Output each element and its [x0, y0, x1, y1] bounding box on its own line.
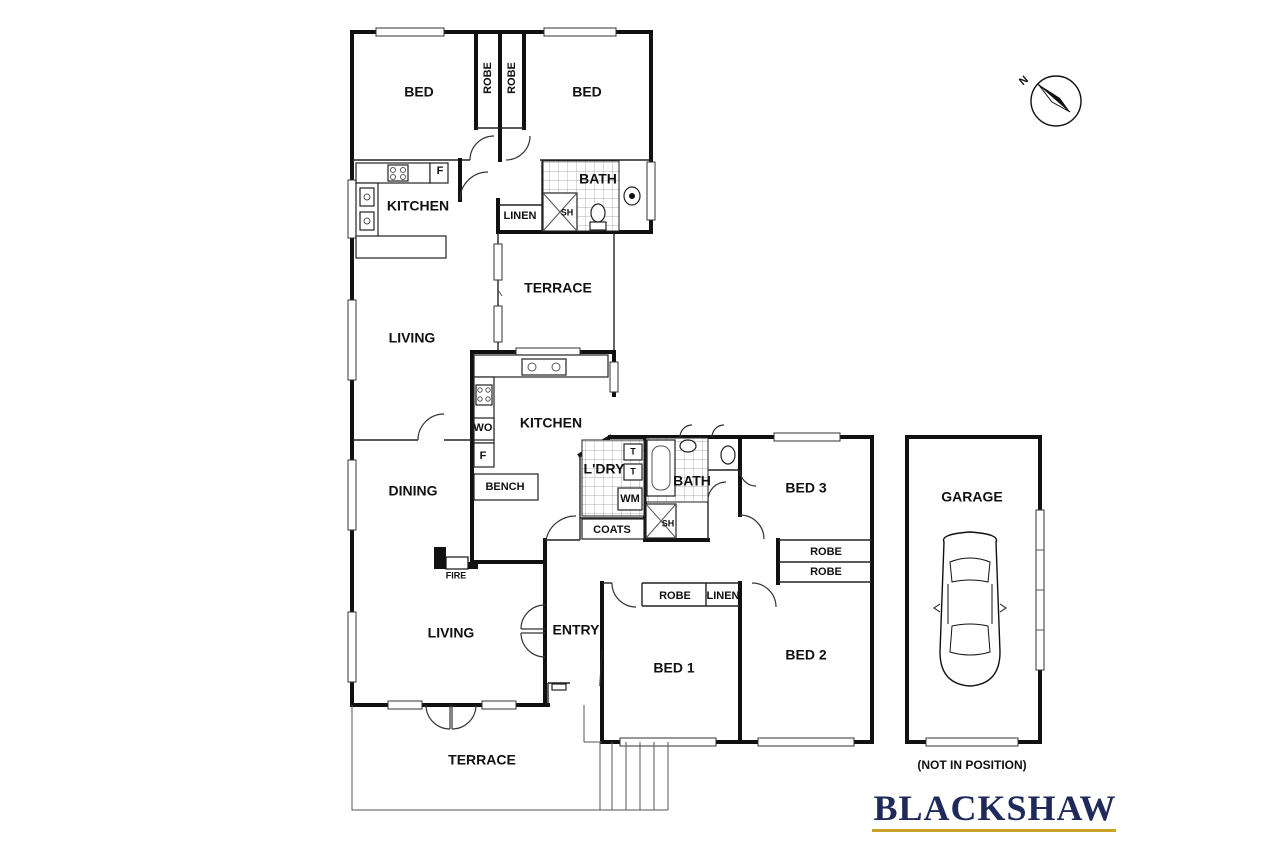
label-wo: WO	[474, 422, 493, 434]
label-wm: WM	[620, 493, 640, 505]
brand-logo: BLACKSHAW	[873, 788, 1117, 828]
label-robe-bed2: ROBE	[810, 566, 842, 578]
sink-icon-2	[521, 358, 567, 376]
label-sh-upper: SH	[561, 207, 574, 217]
label-bath-upper: BATH	[579, 171, 617, 187]
label-bed-2: BED 2	[785, 647, 826, 663]
garage	[905, 435, 1045, 747]
compass-north-label: N	[1017, 74, 1031, 88]
label-laundry: L'DRY	[584, 461, 626, 477]
label-kitchen-lower: KITCHEN	[520, 415, 582, 431]
toilet-icon	[590, 203, 606, 223]
label-coats: COATS	[593, 524, 631, 536]
compass-icon: N	[1017, 74, 1082, 127]
label-living-lower: LIVING	[428, 625, 475, 641]
label-robe-bed1: ROBE	[659, 590, 691, 602]
label-fridge-upper: F	[437, 165, 444, 177]
entry-area	[520, 515, 603, 705]
cooktop-icon	[387, 164, 409, 182]
label-entry: ENTRY	[553, 622, 601, 638]
upper-bath-fixtures	[542, 160, 641, 232]
room-labels: BED ROBE ROBE BED KITCHEN F BATH LINEN S…	[387, 62, 1027, 772]
label-living-upper: LIVING	[389, 330, 436, 346]
label-linen-upper: LINEN	[504, 210, 537, 222]
label-fire: FIRE	[446, 570, 467, 580]
label-dining: DINING	[389, 483, 438, 499]
basin-icon-2	[679, 439, 697, 453]
garage-note: (NOT IN POSITION)	[917, 758, 1026, 772]
label-kitchen-upper: KITCHEN	[387, 198, 449, 214]
cooktop-icon-2	[475, 384, 493, 406]
terrace-upper	[493, 232, 615, 352]
label-bed-3: BED 3	[785, 480, 826, 496]
label-tub-2: T	[630, 466, 636, 476]
car-icon	[933, 531, 1007, 687]
label-terrace-lower: TERRACE	[448, 752, 516, 768]
laundry-bath-block	[577, 424, 742, 542]
bedroom-wing-walls	[600, 432, 874, 747]
label-garage: GARAGE	[941, 489, 1002, 505]
label-bath-lower: BATH	[673, 473, 711, 489]
sink-icon	[359, 187, 375, 207]
label-bed-top-left: BED	[404, 84, 434, 100]
living-doors	[387, 700, 517, 730]
upper-kitchen-fixtures	[355, 162, 449, 259]
label-bench: BENCH	[485, 481, 524, 493]
label-linen-lower: LINEN	[707, 590, 740, 602]
top-windows	[347, 27, 656, 683]
label-fridge-lower: F	[480, 450, 487, 462]
bathtub-icon	[646, 439, 676, 497]
label-tub-1: T	[630, 446, 636, 456]
toilet-icon-2	[720, 445, 736, 465]
label-bed-top-right: BED	[572, 84, 602, 100]
fireplace-icon	[434, 547, 478, 570]
label-sh-lower: SH	[662, 518, 675, 528]
label-robe-bed3: ROBE	[810, 546, 842, 558]
label-bed-1: BED 1	[653, 660, 694, 676]
lower-kitchen-fixtures	[473, 354, 609, 501]
label-robe-1: ROBE	[482, 62, 494, 94]
brand-underline	[872, 829, 1116, 832]
label-robe-2: ROBE	[506, 62, 518, 94]
terrace-lower	[351, 705, 669, 811]
label-terrace-upper: TERRACE	[524, 280, 592, 296]
